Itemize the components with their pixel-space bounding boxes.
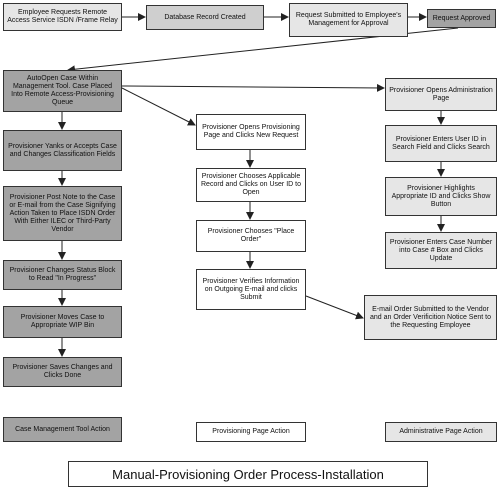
box-move-wip-bin: Provisioner Moves Case to Appropriate WI… [3,306,122,338]
box-enters-user-id: Provisioner Enters User ID in Search Fie… [385,125,497,162]
box-request-submitted: Request Submitted to Employee's Manageme… [289,3,408,37]
box-status-in-progress: Provisioner Changes Status Block to Read… [3,260,122,290]
box-enters-case-number: Provisioner Enters Case Number into Case… [385,232,497,269]
box-provisioner-yanks: Provisioner Yanks or Accepts Case and Ch… [3,130,122,171]
box-email-order-submitted: E-mail Order Submitted to the Vendor and… [364,295,497,340]
box-place-order: Provisioner Chooses "Place Order" [196,220,306,252]
box-saves-changes: Provisioner Saves Changes and Clicks Don… [3,357,122,387]
box-chooses-record: Provisioner Chooses Applicable Record an… [196,168,306,202]
box-provisioner-post-note: Provisioner Post Note to the Case or E-m… [3,186,122,241]
diagram-title: Manual-Provisioning Order Process-Instal… [68,461,428,487]
box-verifies-information: Provisioner Verifies Information on Outg… [196,269,306,310]
box-opens-provisioning-page: Provisioner Opens Provisioning Page and … [196,114,306,150]
arrow-m4-r5 [305,295,364,320]
legend-case-management-tool: Case Management Tool Action [3,417,122,442]
box-autoopen-case: AutoOpen Case Within Management Tool. Ca… [3,70,122,112]
box-database-record: Database Record Created [146,5,264,30]
legend-provisioning-page: Provisioning Page Action [196,422,306,442]
box-employee-request: Employee Requests Remote Access Service … [3,3,122,31]
box-opens-administration-page: Provisioner Opens Administration Page [385,78,497,111]
arrow-c1-r1 [121,83,385,92]
box-highlights-id: Provisioner Highlights Appropriate ID an… [385,177,497,216]
legend-administrative-page: Administrative Page Action [385,422,497,442]
box-request-approved: Request Approved [427,9,496,28]
arrow-c1-m1 [121,87,196,126]
